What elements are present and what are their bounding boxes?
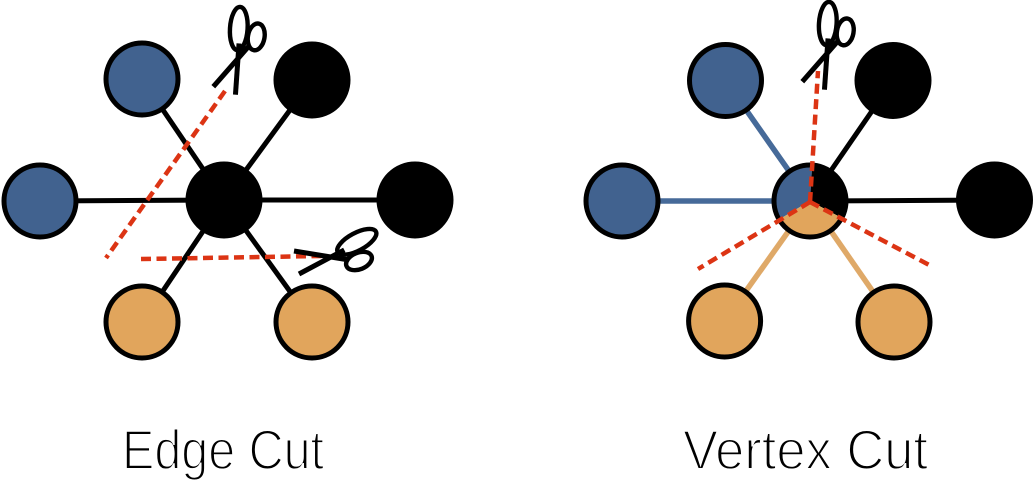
svg-text:Vertex Cut: Vertex Cut bbox=[683, 419, 929, 481]
svg-text:Edge Cut: Edge Cut bbox=[122, 419, 325, 481]
